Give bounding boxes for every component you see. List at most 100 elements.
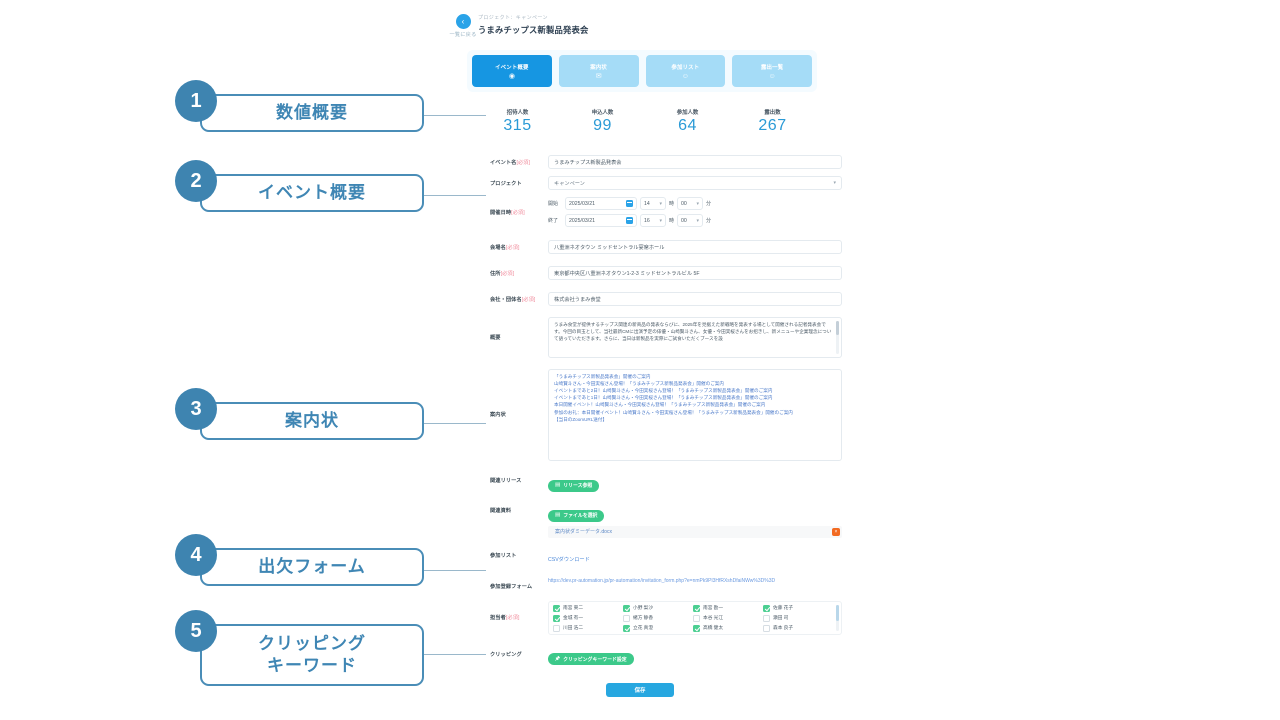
field-project: プロジェクト キャンペーン ▾ xyxy=(490,176,842,190)
address-input[interactable]: 東京都中央区八重洲ネオタウン1-2-3 ミッドセントラルビル 5F xyxy=(548,266,842,280)
owners-checkbox-panel[interactable]: 南宮 東二 小野 梨沙 南宮 勘一 佐藤 花子 金城 有一 緒方 静香 本谷 光… xyxy=(548,600,842,635)
page-title: うまみチップス新製品発表会 xyxy=(478,25,589,35)
delete-file-icon[interactable]: × xyxy=(832,527,840,536)
save-button-area: 保存 xyxy=(430,683,850,697)
back-to-list-button[interactable]: ‹ 一覧に戻る xyxy=(439,14,487,38)
breadcrumb: プロジェクト：キャンペーン xyxy=(478,15,548,21)
field-venue: 会場名[必須] 八重洲ネオタウン ミッドセントラル宴席ホール xyxy=(490,240,842,254)
back-to-list-label: 一覧に戻る xyxy=(449,32,477,38)
checkbox-icon[interactable] xyxy=(553,604,560,612)
tab-participant-list-label: 参加リスト xyxy=(671,64,700,71)
start-minute-select[interactable]: 00 ▾ xyxy=(677,197,704,210)
start-hour-select[interactable]: 14 ▾ xyxy=(640,197,666,210)
owner-name: 本谷 光江 xyxy=(703,615,724,620)
owner-name: 南宮 勘一 xyxy=(703,605,724,610)
app-screenshot: ‹ 一覧に戻る プロジェクト：キャンペーン うまみチップス新製品発表会 イベント… xyxy=(430,0,850,720)
save-button[interactable]: 保存 xyxy=(606,683,674,697)
checkbox-icon[interactable] xyxy=(623,604,630,612)
annotation-layer: 数値概要 1 イベント概要 2 案内状 3 出欠フォーム 4 クリッピング キー… xyxy=(0,0,486,720)
end-date-value: 2025/03/21 xyxy=(569,217,595,224)
owner-checkbox-3[interactable]: 佐藤 花子 xyxy=(763,604,833,612)
summary-scrollbar[interactable] xyxy=(836,321,839,354)
owners-grid: 南宮 東二 小野 梨沙 南宮 勘一 佐藤 花子 金城 有一 緒方 静香 本谷 光… xyxy=(553,604,833,632)
registration-form-url[interactable]: https://dev.pr-automation.jp/pr-automati… xyxy=(548,577,776,584)
chevron-down-icon: ▾ xyxy=(659,217,662,224)
field-address-label-text: 住所 xyxy=(490,271,501,277)
field-company-label: 会社・団体名[必須] xyxy=(490,292,548,303)
field-owners-label-text: 担当者 xyxy=(490,614,506,621)
field-guide-label: 案内状 xyxy=(490,412,506,418)
event-name-input[interactable]: うまみチップス新製品発表会 xyxy=(548,155,842,169)
company-input[interactable]: 株式会社うまみ食堂 xyxy=(548,292,842,306)
end-minute-select[interactable]: 00 ▾ xyxy=(677,214,704,227)
checkbox-icon[interactable] xyxy=(553,614,560,622)
csv-download-link[interactable]: CSVダウンロード xyxy=(548,556,590,563)
clipping-keyword-button[interactable]: 🖈 クリッピングキーワード設定 xyxy=(548,653,634,666)
owner-checkbox-5[interactable]: 緒方 静香 xyxy=(623,614,693,622)
field-registration-form: 参加登録フォーム https://dev.pr-automation.jp/pr… xyxy=(490,576,842,590)
field-summary-label: 概要 xyxy=(490,335,501,341)
field-company: 会社・団体名[必須] 株式会社うまみ食堂 xyxy=(490,292,842,306)
owner-checkbox-2[interactable]: 南宮 勘一 xyxy=(693,604,763,612)
owner-checkbox-4[interactable]: 金城 有一 xyxy=(553,614,623,622)
annotation-1-number: 1 xyxy=(175,80,217,122)
checkbox-icon[interactable] xyxy=(623,614,630,622)
annotation-2-number: 2 xyxy=(175,160,217,202)
field-material-label: 関連資料 xyxy=(490,507,512,514)
owner-checkbox-11[interactable]: 森本 良子 xyxy=(763,624,833,632)
project-select[interactable]: キャンペーン ▾ xyxy=(548,176,842,190)
field-venue-required: [必須] xyxy=(505,245,520,251)
owner-checkbox-7[interactable]: 瀬田 司 xyxy=(763,614,833,622)
release-reference-button[interactable]: ▤ リリース参照 xyxy=(548,479,600,492)
calendar-icon[interactable] xyxy=(626,200,633,207)
checkbox-icon[interactable] xyxy=(623,624,630,632)
tab-participant-list[interactable]: 参加リスト ☺ xyxy=(645,55,726,87)
tab-exposure-list-label: 露出一覧 xyxy=(760,64,784,71)
owner-checkbox-10[interactable]: 高橋 健太 xyxy=(693,624,763,632)
owners-scrollbar[interactable] xyxy=(836,604,839,631)
checkbox-icon[interactable] xyxy=(553,624,560,632)
field-clipping: クリッピング 🖈 クリッピングキーワード設定 xyxy=(490,647,842,666)
attached-file-name[interactable]: 案内状ダミーデータ.docx xyxy=(555,529,612,535)
stat-exposure-label: 露出数 xyxy=(764,110,781,116)
checkbox-icon[interactable] xyxy=(693,624,700,632)
checkbox-icon[interactable] xyxy=(763,614,770,622)
owner-checkbox-0[interactable]: 南宮 東二 xyxy=(553,604,623,612)
end-date-input[interactable]: 2025/03/21 xyxy=(565,214,637,227)
field-datetime: 開催日時[必須] 開始 2025/03/21 14 ▾ 時 xyxy=(490,197,842,231)
checkbox-icon[interactable] xyxy=(763,624,770,632)
owner-checkbox-1[interactable]: 小野 梨沙 xyxy=(623,604,693,612)
datetime-start-row: 開始 2025/03/21 14 ▾ 時 00 ▾ xyxy=(548,197,842,210)
field-registration-form-label: 参加登録フォーム xyxy=(490,583,533,590)
start-date-input[interactable]: 2025/03/21 xyxy=(565,197,637,210)
field-release-label: 関連リリース xyxy=(490,478,522,484)
datetime-end-row: 終了 2025/03/21 16 ▾ 時 00 ▾ xyxy=(548,214,842,227)
stat-attended-label: 参加人数 xyxy=(676,110,699,116)
owner-checkbox-8[interactable]: 川田 浩二 xyxy=(553,624,623,632)
select-file-button[interactable]: ▤ ファイルを選択 xyxy=(548,509,605,522)
checkbox-icon[interactable] xyxy=(693,614,700,622)
owner-name: 佐藤 花子 xyxy=(773,605,794,610)
field-clipping-label: クリッピング xyxy=(490,651,522,658)
owner-name: 高橋 健太 xyxy=(703,625,724,630)
annotation-4-label: 出欠フォーム xyxy=(200,548,424,586)
tab-exposure-list[interactable]: 露出一覧 ☺ xyxy=(732,55,812,87)
checkbox-icon[interactable] xyxy=(763,604,770,612)
owner-checkbox-9[interactable]: 立花 真澄 xyxy=(623,624,693,632)
owner-checkbox-6[interactable]: 本谷 光江 xyxy=(693,614,763,622)
summary-textarea[interactable]: うまみ食堂が提供するチップス関連の新商品の発表ならびに、2025年を見据えた新戦… xyxy=(548,317,842,358)
venue-input[interactable]: 八重洲ネオタウン ミッドセントラル宴席ホール xyxy=(548,240,842,254)
field-participant-list: 参加リスト CSVダウンロード xyxy=(490,548,842,566)
calendar-icon[interactable] xyxy=(626,217,633,224)
end-hour-select[interactable]: 16 ▾ xyxy=(640,214,666,227)
event-form: イベント名[必須] うまみチップス新製品発表会 プロジェクト キャンペーン ▾ … xyxy=(490,155,842,672)
envelope-icon: ✉ xyxy=(595,72,602,80)
checkbox-icon[interactable] xyxy=(693,604,700,612)
page-header: プロジェクト：キャンペーン うまみチップス新製品発表会 xyxy=(478,14,588,36)
tab-event-overview[interactable]: イベント概要 ◉ xyxy=(472,55,552,87)
tab-invitation[interactable]: 案内状 ✉ xyxy=(558,55,639,87)
annotation-2-label: イベント概要 xyxy=(200,174,424,212)
field-owners-required: [必須] xyxy=(505,614,520,621)
invitation-textarea[interactable]: 「うまみチップス新製品発表会」開催のご案内 山崎賢斗さん・今田実桜さん登場！「う… xyxy=(548,369,842,461)
